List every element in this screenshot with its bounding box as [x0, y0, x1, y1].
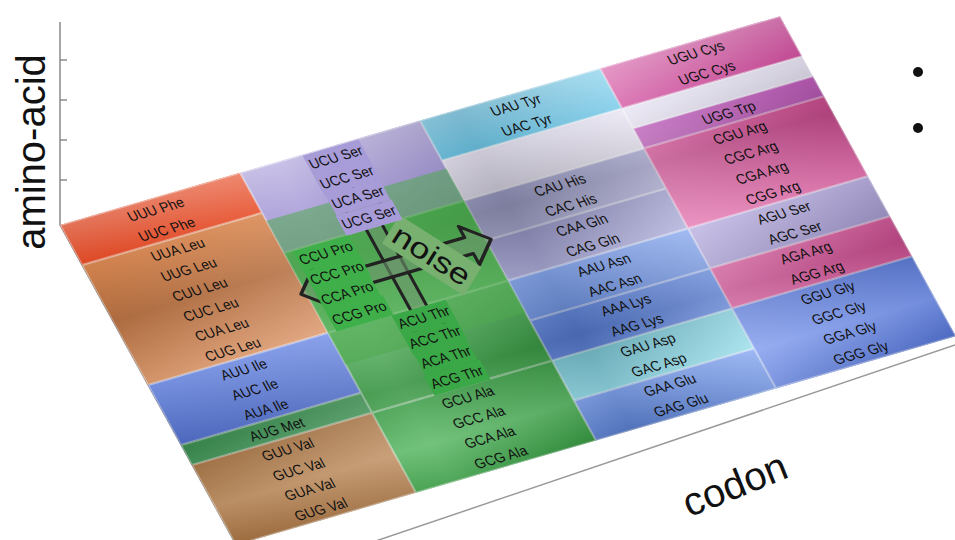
label-holder: codon — [633, 425, 836, 540]
axis-tick — [60, 59, 67, 61]
axis-tick — [60, 99, 67, 101]
axis-label: amino-acid — [8, 54, 54, 250]
bullet — [913, 67, 923, 77]
noise-region — [266, 169, 525, 365]
axis-tick — [60, 179, 67, 181]
code-surface: UUU PheUUC PheUUA LeuUUG LeuCUU LeuCUC L… — [60, 16, 955, 540]
vertical-axis — [59, 22, 61, 225]
bullet — [913, 123, 923, 133]
label-holder: amino-acid — [8, 2, 56, 302]
axis-tick — [60, 139, 67, 141]
axis-label: codon — [675, 442, 793, 525]
